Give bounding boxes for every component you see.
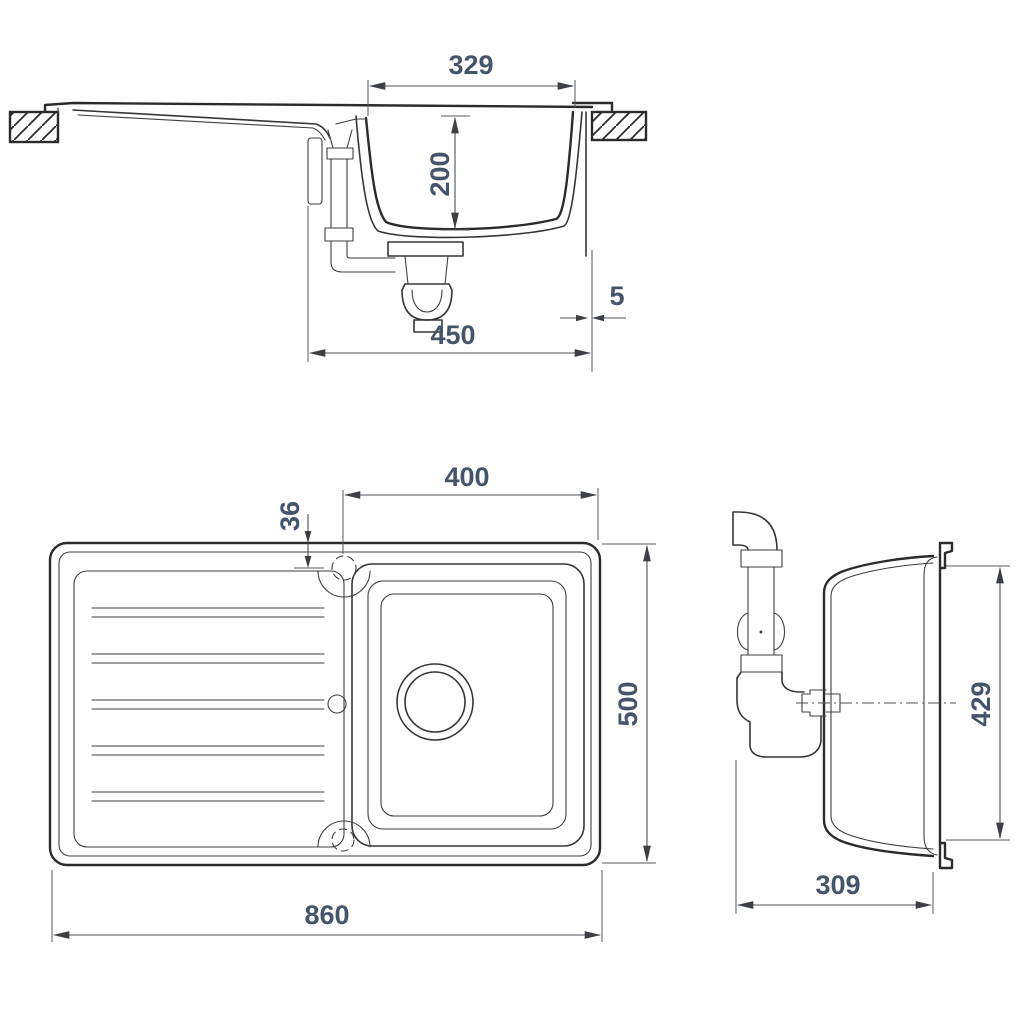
dim-value-200: 200 (425, 151, 455, 196)
mounting-plate (307, 137, 323, 205)
drain-hole-outer (396, 663, 474, 741)
dim-value-500: 500 (613, 681, 643, 726)
pipe-center-mark (759, 630, 763, 634)
bowl-mid-contour (367, 580, 567, 830)
dim-bowl-top-width: 329 (367, 50, 576, 116)
drain-trap-assembly (387, 241, 464, 333)
bowl-outer-profile (822, 554, 935, 858)
pipe-coupling-bottom (324, 227, 354, 242)
bowl-outer-wall (355, 111, 583, 239)
wing-nut (736, 612, 786, 651)
overflow-elbow (330, 240, 396, 273)
tailpiece (404, 255, 449, 285)
drain-boss (801, 689, 841, 717)
dim-value-309: 309 (815, 870, 860, 900)
dim-value-450: 450 (430, 320, 475, 350)
dim-value-860: 860 (304, 900, 349, 930)
elbow (732, 511, 778, 551)
tap-hole (331, 555, 357, 581)
strainer-flange (387, 241, 464, 257)
overflow-pipe-body (330, 158, 348, 229)
pipe-body (747, 566, 775, 656)
trap-cup (401, 283, 453, 321)
bowl-inner-profile (830, 562, 934, 850)
trap-outlet (413, 319, 443, 333)
dim-tap-hole-offset: 36 (275, 501, 324, 569)
countertop-section-left (8, 110, 60, 144)
drainboard-grooves (91, 607, 325, 802)
bowl-inner-wall (364, 110, 575, 231)
rim-top-plane (43, 101, 594, 114)
sink-rim-inner-line (58, 551, 592, 857)
bowl-outer-contour (351, 563, 585, 847)
front-section-view: 329 200 5 450 (8, 50, 648, 372)
drainboard-surface (72, 109, 331, 139)
dim-overall-depth: 500 (602, 543, 656, 864)
trap-body (736, 671, 822, 758)
countertop-section-right (590, 110, 648, 142)
dim-value-429: 429 (966, 681, 996, 726)
dim-value-5: 5 (609, 281, 624, 311)
dim-value-400: 400 (444, 462, 489, 492)
dim-value-329: 329 (448, 50, 493, 80)
coupling-top (740, 549, 783, 568)
dim-rim-offset: 5 (560, 250, 626, 372)
side-pipe-assembly (732, 511, 822, 758)
side-section-view: 429 309 (732, 511, 1010, 914)
overflow-control-hole (327, 694, 347, 714)
pipe-coupling-top (326, 147, 354, 160)
dim-value-36: 36 (275, 501, 305, 531)
dim-overall-length: 860 (51, 870, 603, 942)
dim-mounting-depth: 429 (946, 565, 1010, 841)
sink-outer-edge (48, 541, 602, 867)
trap-cup-inner (411, 289, 443, 313)
bowl-rim-left (335, 118, 367, 125)
dim-underside-depth: 309 (735, 760, 934, 914)
dim-bowl-section-width: 400 (342, 462, 599, 554)
drainboard-underside (77, 114, 326, 141)
rim-lip-right (571, 101, 614, 112)
rim-inner-face (923, 556, 938, 856)
plan-view: 400 36 500 860 (48, 462, 656, 942)
optional-tap-hole (331, 828, 355, 852)
rim-recess-bottom (317, 820, 371, 848)
bowl-floor-contour (380, 593, 554, 817)
drain-hole-inner (404, 671, 466, 733)
overflow-funnel (327, 129, 353, 149)
coupling-bottom (740, 654, 783, 673)
rim-edge-profile (938, 541, 954, 870)
overflow-pipe-assembly (307, 129, 396, 273)
dim-bowl-outer-width: 450 (307, 206, 592, 362)
rim-recess-top (317, 570, 371, 598)
dim-bowl-depth: 200 (425, 115, 470, 231)
